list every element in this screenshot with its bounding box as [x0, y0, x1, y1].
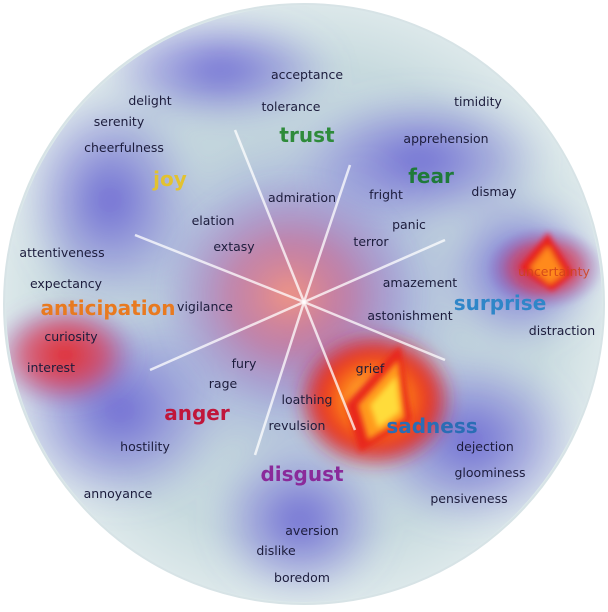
category-anticipation: anticipation — [40, 296, 176, 320]
word-pensiveness: pensiveness — [430, 490, 508, 506]
word-aversion: aversion — [285, 522, 339, 538]
word-hostility: hostility — [120, 438, 170, 454]
uncertainty-hotspot — [485, 226, 602, 310]
word-dismay: dismay — [471, 183, 517, 199]
word-elation: elation — [191, 212, 235, 228]
category-fear: fear — [408, 164, 454, 188]
curiosity-hotspot — [6, 300, 140, 410]
word-dislike: dislike — [256, 542, 296, 558]
word-vigilance: vigilance — [177, 298, 233, 314]
word-admiration: admiration — [268, 189, 336, 205]
category-trust: trust — [279, 123, 335, 147]
wheel-spokes — [134, 129, 446, 456]
category-joy: joy — [153, 167, 187, 191]
word-cheerfulness: cheerfulness — [84, 139, 164, 155]
word-annoyance: annoyance — [83, 485, 153, 501]
word-fright: fright — [369, 186, 403, 202]
word-fury: fury — [231, 355, 257, 371]
word-gloominess: gloominess — [454, 464, 526, 480]
word-apprehension: apprehension — [403, 130, 489, 146]
word-serenity: serenity — [93, 113, 145, 129]
word-extasy: extasy — [213, 238, 255, 254]
word-tolerance: tolerance — [261, 98, 321, 114]
word-terror: terror — [353, 233, 389, 249]
word-amazement: amazement — [382, 274, 458, 290]
sadness-hotspot — [295, 330, 455, 470]
word-delight: delight — [128, 92, 172, 108]
word-curiosity: curiosity — [44, 328, 98, 344]
word-boredom: boredom — [274, 569, 330, 585]
word-astonishment: astonishment — [367, 307, 453, 323]
category-sadness: sadness — [386, 414, 478, 438]
word-loathing: loathing — [281, 391, 333, 407]
word-revulsion: revulsion — [268, 417, 326, 433]
category-surprise: surprise — [453, 291, 547, 315]
word-distraction: distraction — [528, 322, 596, 338]
word-acceptance: acceptance — [270, 66, 344, 82]
word-attentiveness: attentiveness — [19, 244, 105, 260]
word-panic: panic — [392, 216, 426, 232]
word-rage: rage — [208, 375, 238, 391]
category-disgust: disgust — [260, 462, 344, 486]
word-uncertainty: uncertainty — [518, 263, 590, 279]
word-grief: grief — [355, 360, 385, 376]
category-anger: anger — [164, 401, 230, 425]
word-dejection: dejection — [456, 438, 514, 454]
word-interest: interest — [27, 359, 75, 375]
word-expectancy: expectancy — [29, 275, 103, 291]
word-timidity: timidity — [454, 93, 502, 109]
